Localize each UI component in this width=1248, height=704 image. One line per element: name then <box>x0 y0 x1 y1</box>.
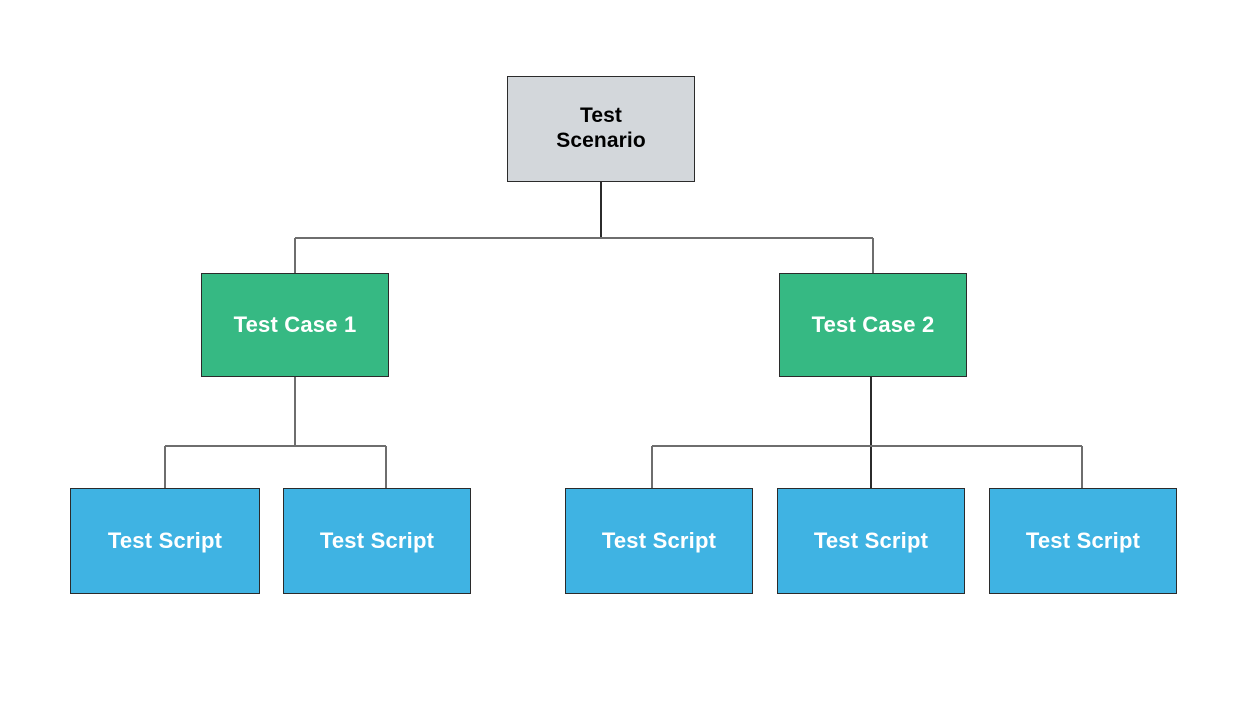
node-test-script-2[interactable]: Test Script <box>283 488 471 594</box>
node-test-case-2[interactable]: Test Case 2 <box>779 273 967 377</box>
node-test-script-1-label: Test Script <box>107 528 223 554</box>
node-test-case-1[interactable]: Test Case 1 <box>201 273 389 377</box>
node-test-script-5[interactable]: Test Script <box>989 488 1177 594</box>
node-test-script-3[interactable]: Test Script <box>565 488 753 594</box>
node-test-scenario[interactable]: Test Scenario <box>507 76 695 182</box>
node-test-case-1-label: Test Case 1 <box>233 312 357 338</box>
node-test-scenario-label: Test Scenario <box>556 104 646 152</box>
node-test-script-4[interactable]: Test Script <box>777 488 965 594</box>
node-test-script-2-label: Test Script <box>319 528 435 554</box>
node-test-script-5-label: Test Script <box>1025 528 1141 554</box>
node-test-script-4-label: Test Script <box>813 528 929 554</box>
node-test-script-1[interactable]: Test Script <box>70 488 260 594</box>
node-test-script-3-label: Test Script <box>601 528 717 554</box>
node-test-case-2-label: Test Case 2 <box>811 312 935 338</box>
